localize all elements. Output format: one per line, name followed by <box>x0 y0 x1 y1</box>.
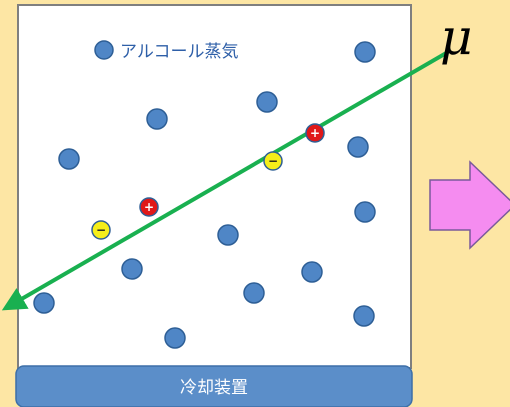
vapor-molecule <box>354 41 376 63</box>
vapor-molecule <box>121 258 143 280</box>
negative-ion-sign: − <box>96 223 106 237</box>
vapor-molecule <box>58 148 80 170</box>
legend: アルコール蒸気 <box>94 40 239 62</box>
negative-ion-sign: − <box>268 154 278 168</box>
cooler-device: 冷却装置 <box>15 365 413 407</box>
vapor-molecule <box>33 292 55 314</box>
vapor-molecule <box>301 261 323 283</box>
negative-ion: − <box>91 220 111 240</box>
positive-ion-sign: + <box>144 200 154 214</box>
positive-ion: + <box>139 197 159 217</box>
cooler-label: 冷却装置 <box>180 378 248 398</box>
positive-ion-sign: + <box>310 126 320 140</box>
vapor-molecule <box>164 327 186 349</box>
negative-ion: − <box>263 151 283 171</box>
vapor-molecule <box>354 201 376 223</box>
vapor-molecule <box>256 91 278 113</box>
muon-symbol: μ <box>440 8 473 66</box>
positive-ion: + <box>305 123 325 143</box>
vapor-molecule <box>347 136 369 158</box>
vapor-molecule <box>217 224 239 246</box>
legend-label: アルコール蒸気 <box>120 42 239 62</box>
particle-track <box>1 50 450 311</box>
vapor-molecules <box>33 41 376 349</box>
vapor-molecule <box>243 282 265 304</box>
right-arrow <box>429 160 510 250</box>
vapor-molecule <box>353 305 375 327</box>
legend-molecule-marker <box>94 40 114 60</box>
vapor-molecule <box>146 108 168 130</box>
